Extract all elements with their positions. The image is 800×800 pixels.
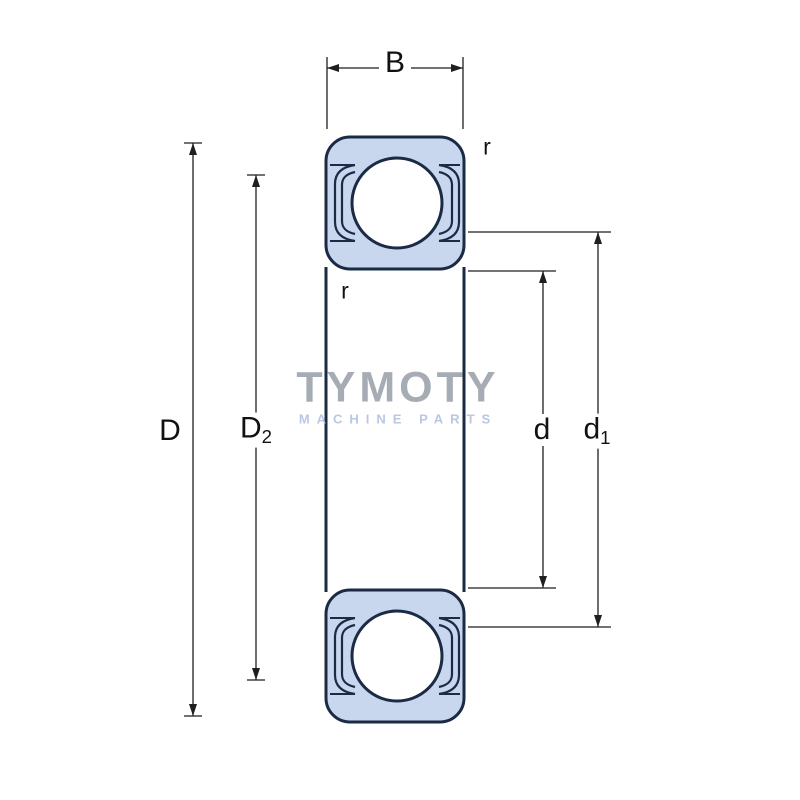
arrowhead xyxy=(252,668,260,680)
arrowhead xyxy=(451,64,463,72)
dim-label-d1-main: d xyxy=(583,412,601,446)
arrowhead xyxy=(189,143,197,155)
shield-right-bottom-outer xyxy=(438,616,461,696)
dim-label-B: B xyxy=(378,47,412,79)
arrowhead xyxy=(539,271,547,283)
shield-right-bottom-inner xyxy=(438,623,454,689)
dim-label-r-top: r xyxy=(483,133,491,160)
dim-label-d1: d1 xyxy=(577,412,617,449)
arrowhead xyxy=(594,615,602,627)
shield-left-bottom-outer xyxy=(333,616,356,696)
shield-left-bottom-inner xyxy=(340,623,356,689)
shield-right-top-inner xyxy=(438,170,454,236)
ball-top xyxy=(350,156,444,250)
dim-label-D2: D2 xyxy=(233,411,279,448)
dim-label-d: d xyxy=(527,414,557,446)
shield-right-top-outer xyxy=(438,163,461,243)
arrowhead xyxy=(594,232,602,244)
arrowhead xyxy=(327,64,339,72)
dim-label-D2-main: D xyxy=(239,411,262,445)
shield-left-top-outer xyxy=(333,163,356,243)
ball-bottom xyxy=(350,609,444,703)
watermark-title: TYMOTY xyxy=(296,363,500,412)
watermark-subtitle: MACHINE PARTS xyxy=(298,411,498,427)
arrowhead xyxy=(539,576,547,588)
bearing-body xyxy=(324,135,466,724)
arrowhead xyxy=(252,175,260,187)
dim-label-D: D xyxy=(159,414,181,447)
dimension-D xyxy=(184,142,202,717)
dim-label-r-bottom: r xyxy=(341,277,349,304)
dim-label-d1-subscript: 1 xyxy=(600,426,611,448)
arrowhead xyxy=(189,704,197,716)
shield-left-top-inner xyxy=(340,170,356,236)
dim-label-D2-subscript: 2 xyxy=(261,425,273,447)
